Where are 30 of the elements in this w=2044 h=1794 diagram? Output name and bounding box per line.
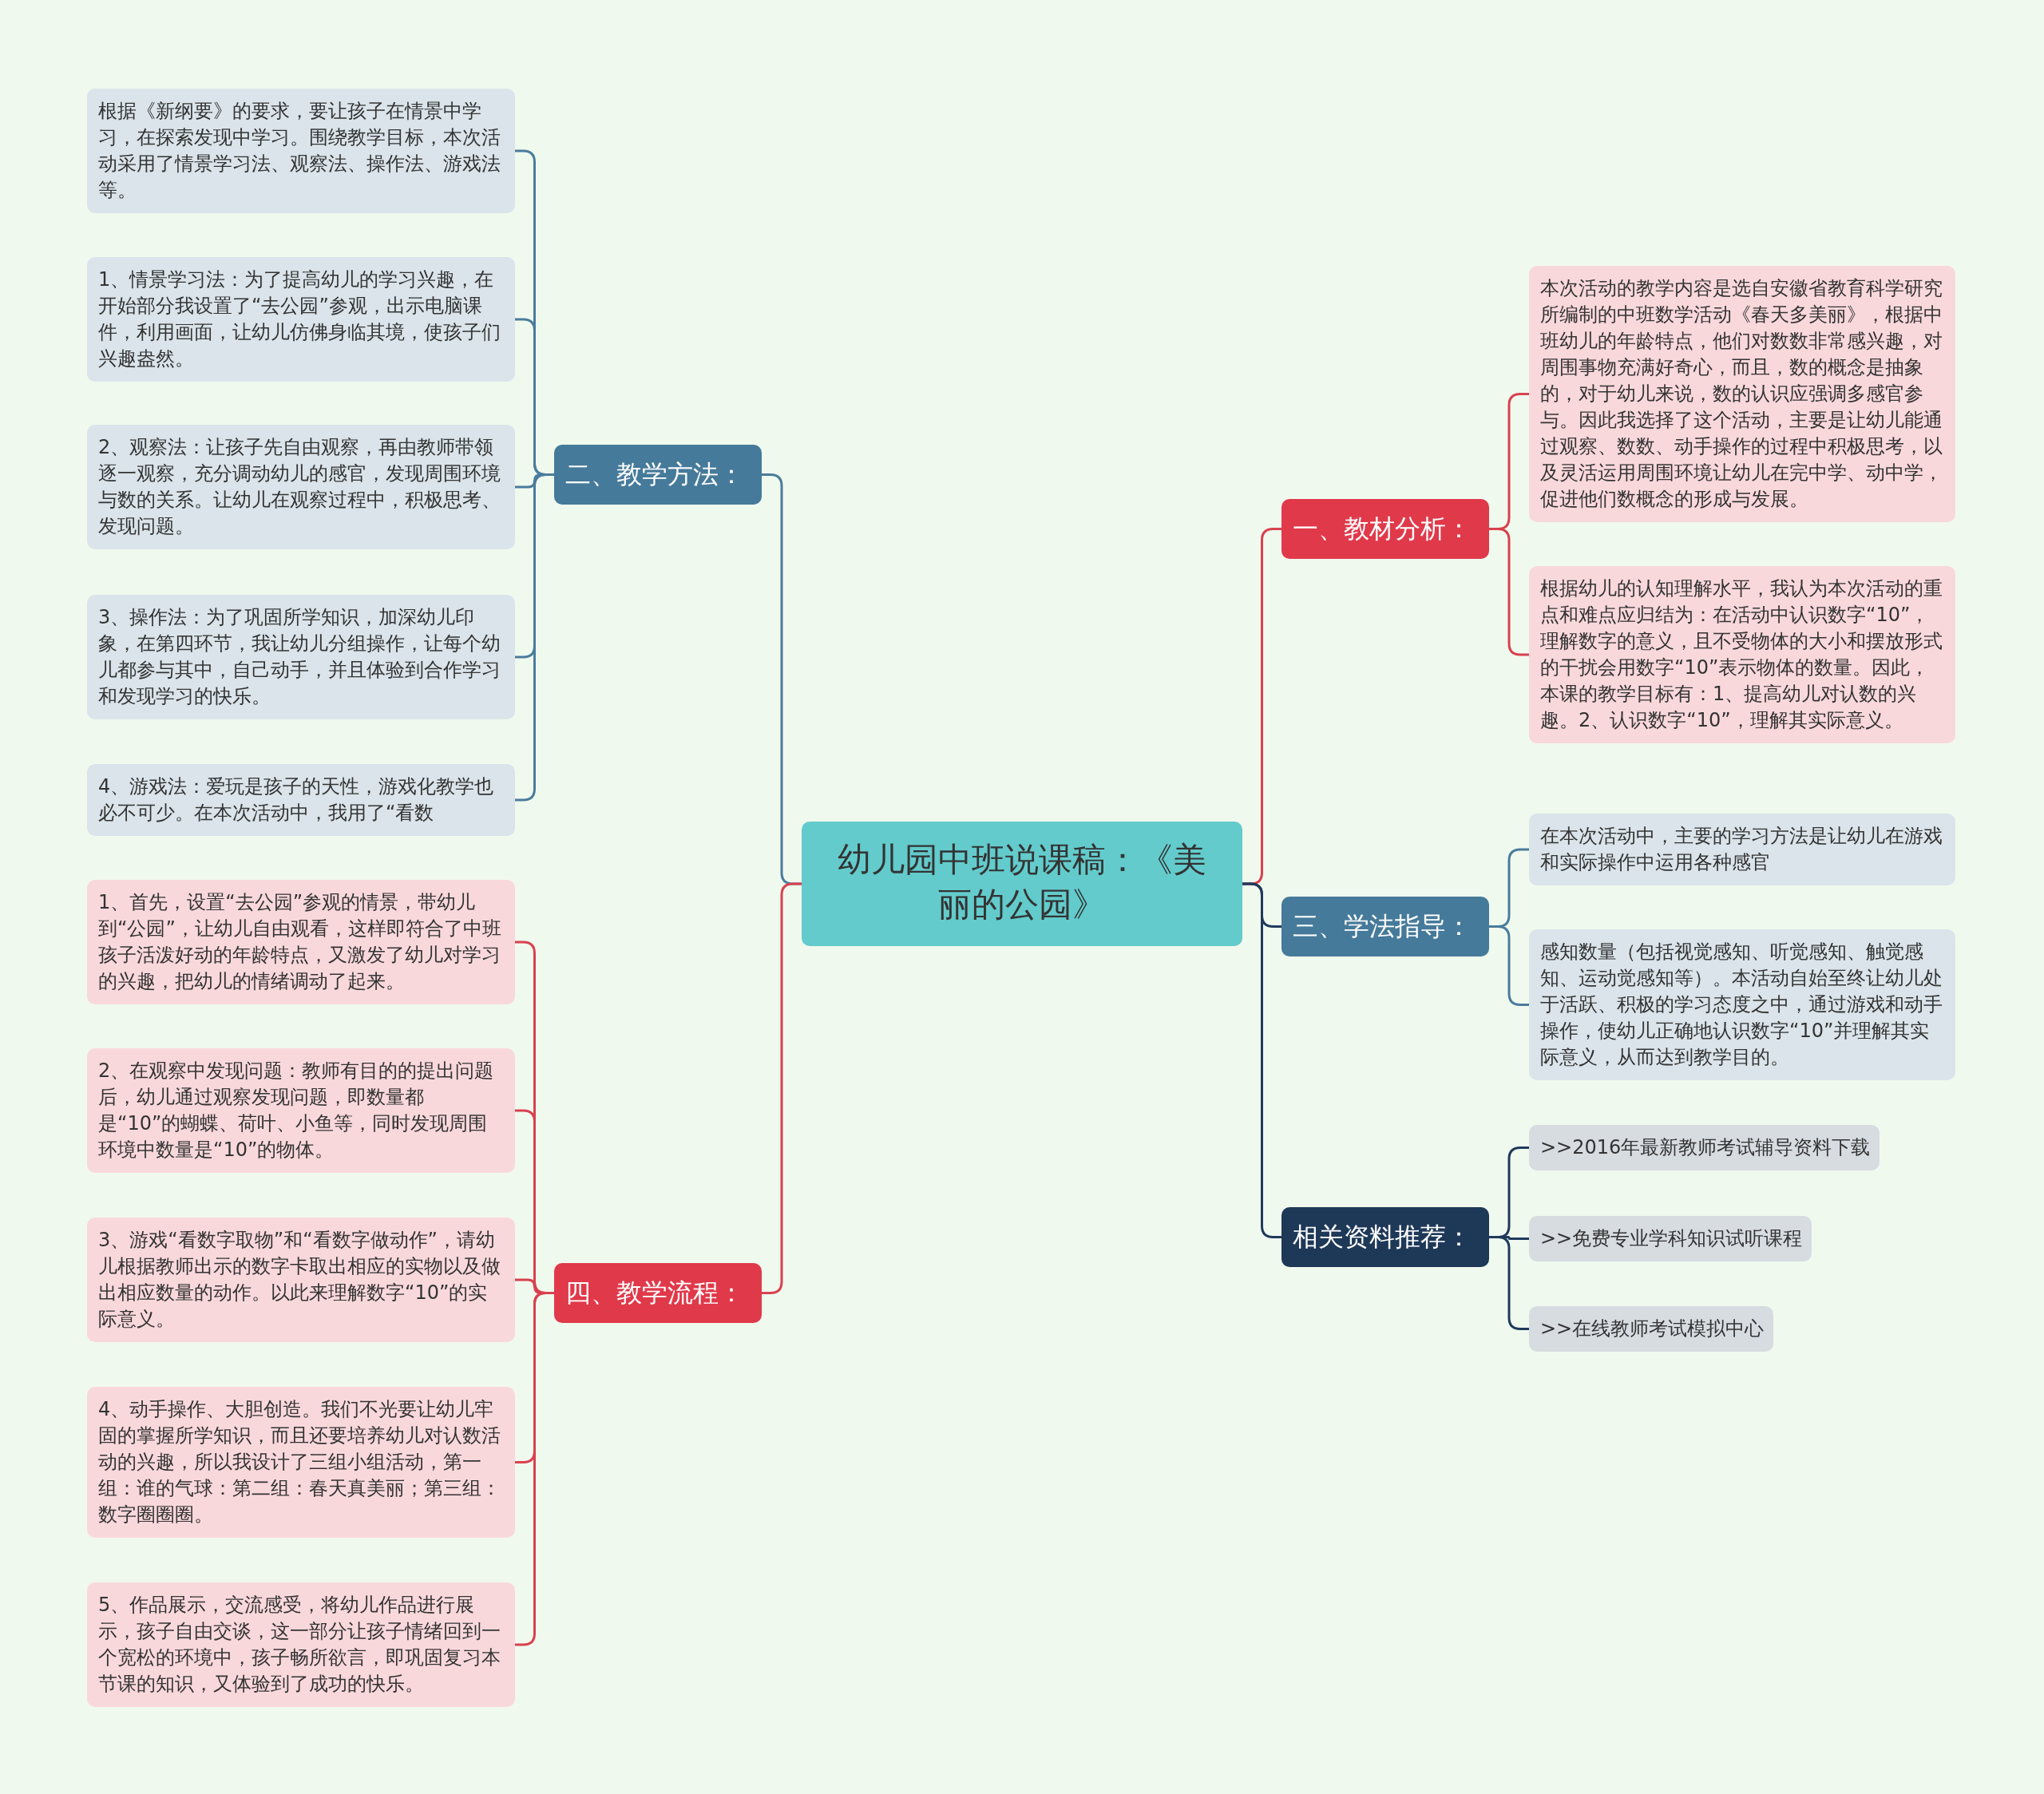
- branch-topic-box: 二、教学方法：: [554, 445, 762, 505]
- note-box: >>免费专业学科知识试听课程: [1529, 1216, 1812, 1261]
- connector-line: [515, 473, 554, 802]
- branch-topic-box: 一、教材分析：: [1281, 499, 1489, 559]
- note-box: 5、作品展示，交流感受，将幼儿作品进行展示，孩子自由交谈，这一部分让孩子情绪回到一个宽松的环境中，孩子畅所欲言，即巩固复习本节课的知识，又体验到了成功的快乐。: [87, 1582, 515, 1707]
- note-box: 2、在观察中发现问题：教师有目的的提出问题后，幼儿通过观察发现问题，即数量都是“10”的蝴蝶、荷叶、小鱼等，同时发现周围环境中数量是“10”的物体。: [87, 1048, 515, 1173]
- connector-line: [1242, 882, 1281, 1238]
- note-box: 3、操作法：为了巩固所学知识，加深幼儿印象，在第四环节，我让幼儿分组操作，让每个幼儿都参与其中，自己动手，并且体验到合作学习和发现学习的快乐。: [87, 595, 515, 719]
- note-box: 在本次活动中，主要的学习方法是让幼儿在游戏和实际操作中运用各种感官: [1529, 814, 1955, 885]
- connector-line: [1489, 1236, 1529, 1330]
- note-box: 根据幼儿的认知理解水平，我认为本次活动的重点和难点应归结为：在活动中认识数字“10”，理解数字的意义，且不受物体的大小和摆放形式的干扰会用数字“10”表示物体的数量。因此，本课的教学目标有：1、提高幼儿对认数的兴趣。2、认识数字“10”，理解其实际意义。: [1529, 566, 1955, 743]
- central-topic-box: 幼儿园中班说课稿：《美丽的公园》: [802, 822, 1242, 946]
- note-box: 1、情景学习法：为了提高幼儿的学习兴趣，在开始部分我设置了“去公园”参观，出示电脑课件，利用画面，让幼儿仿佛身临其境，使孩子们兴趣盎然。: [87, 257, 515, 382]
- note-box: 2、观察法：让孩子先自由观察，再由教师带领逐一观察，充分调动幼儿的感官，发现周围环境与数的关系。让幼儿在观察过程中，积极思考、发现问题。: [87, 425, 515, 549]
- note-box: >>2016年最新教师考试辅导资料下载: [1529, 1125, 1880, 1170]
- note-box: 1、首先，设置“去公园”参观的情景，带幼儿到“公园”，让幼儿自由观看，这样即符合了中班孩子活泼好动的年龄特点，又激发了幼儿对学习的兴趣，把幼儿的情绪调动了起来。: [87, 880, 515, 1004]
- branch-topic-box: 四、教学流程：: [554, 1263, 762, 1323]
- note-box: 4、游戏法：爱玩是孩子的天性，游戏化教学也必不可少。在本次活动中，我用了“看数: [87, 764, 515, 836]
- connector-line: [515, 1292, 554, 1646]
- connector-line: [1489, 925, 1529, 1006]
- note-box: 4、动手操作、大胆创造。我们不光要让幼儿牢固的掌握所学知识，而且还要培养幼儿对认数活动的兴趣，所以我设计了三组小组活动，第一组：谁的气球：第二组：春天真美丽；第三组：数字圈圈圈。: [87, 1387, 515, 1538]
- connector-line: [762, 882, 802, 1294]
- note-box: 感知数量（包括视觉感知、听觉感知、触觉感知、运动觉感知等）。本活动自始至终让幼儿处于活跃、积极的学习态度之中，通过游戏和动手操作，使幼儿正确地认识数字“10”并理解其实际意义，从而达到教学目的。: [1529, 929, 1955, 1080]
- branch-topic-box: 相关资料推荐：: [1281, 1207, 1489, 1267]
- connector-line: [1489, 528, 1529, 656]
- note-box: >>在线教师考试模拟中心: [1529, 1306, 1774, 1352]
- branch-topic-box: 三、学法指导：: [1281, 897, 1489, 956]
- note-box: 根据《新纲要》的要求，要让孩子在情景中学习，在探索发现中学习。围绕教学目标，本次活动采用了情景学习法、观察法、操作法、游戏法等。: [87, 89, 515, 213]
- note-box: 本次活动的教学内容是选自安徽省教育科学研究所编制的中班数学活动《春天多美丽》，根据中班幼儿的年龄特点，他们对数数非常感兴趣，对周围事物充满好奇心，而且，数的概念是抽象的，对于幼儿来说，数的认识应强调多感官参与。因此我选择了这个活动，主要是让幼儿能通过观察、数数、动手操作的过程中积极思考，以及灵活运用周围环境让幼儿在完中学、动中学，促进他们数概念的形成与发展。: [1529, 266, 1955, 522]
- note-box: 3、游戏“看数字取物”和“看数字做动作”，请幼儿根据教师出示的数字卡取出相应的实物以及做出相应数量的动作。以此来理解数字“10”的实际意义。: [87, 1218, 515, 1342]
